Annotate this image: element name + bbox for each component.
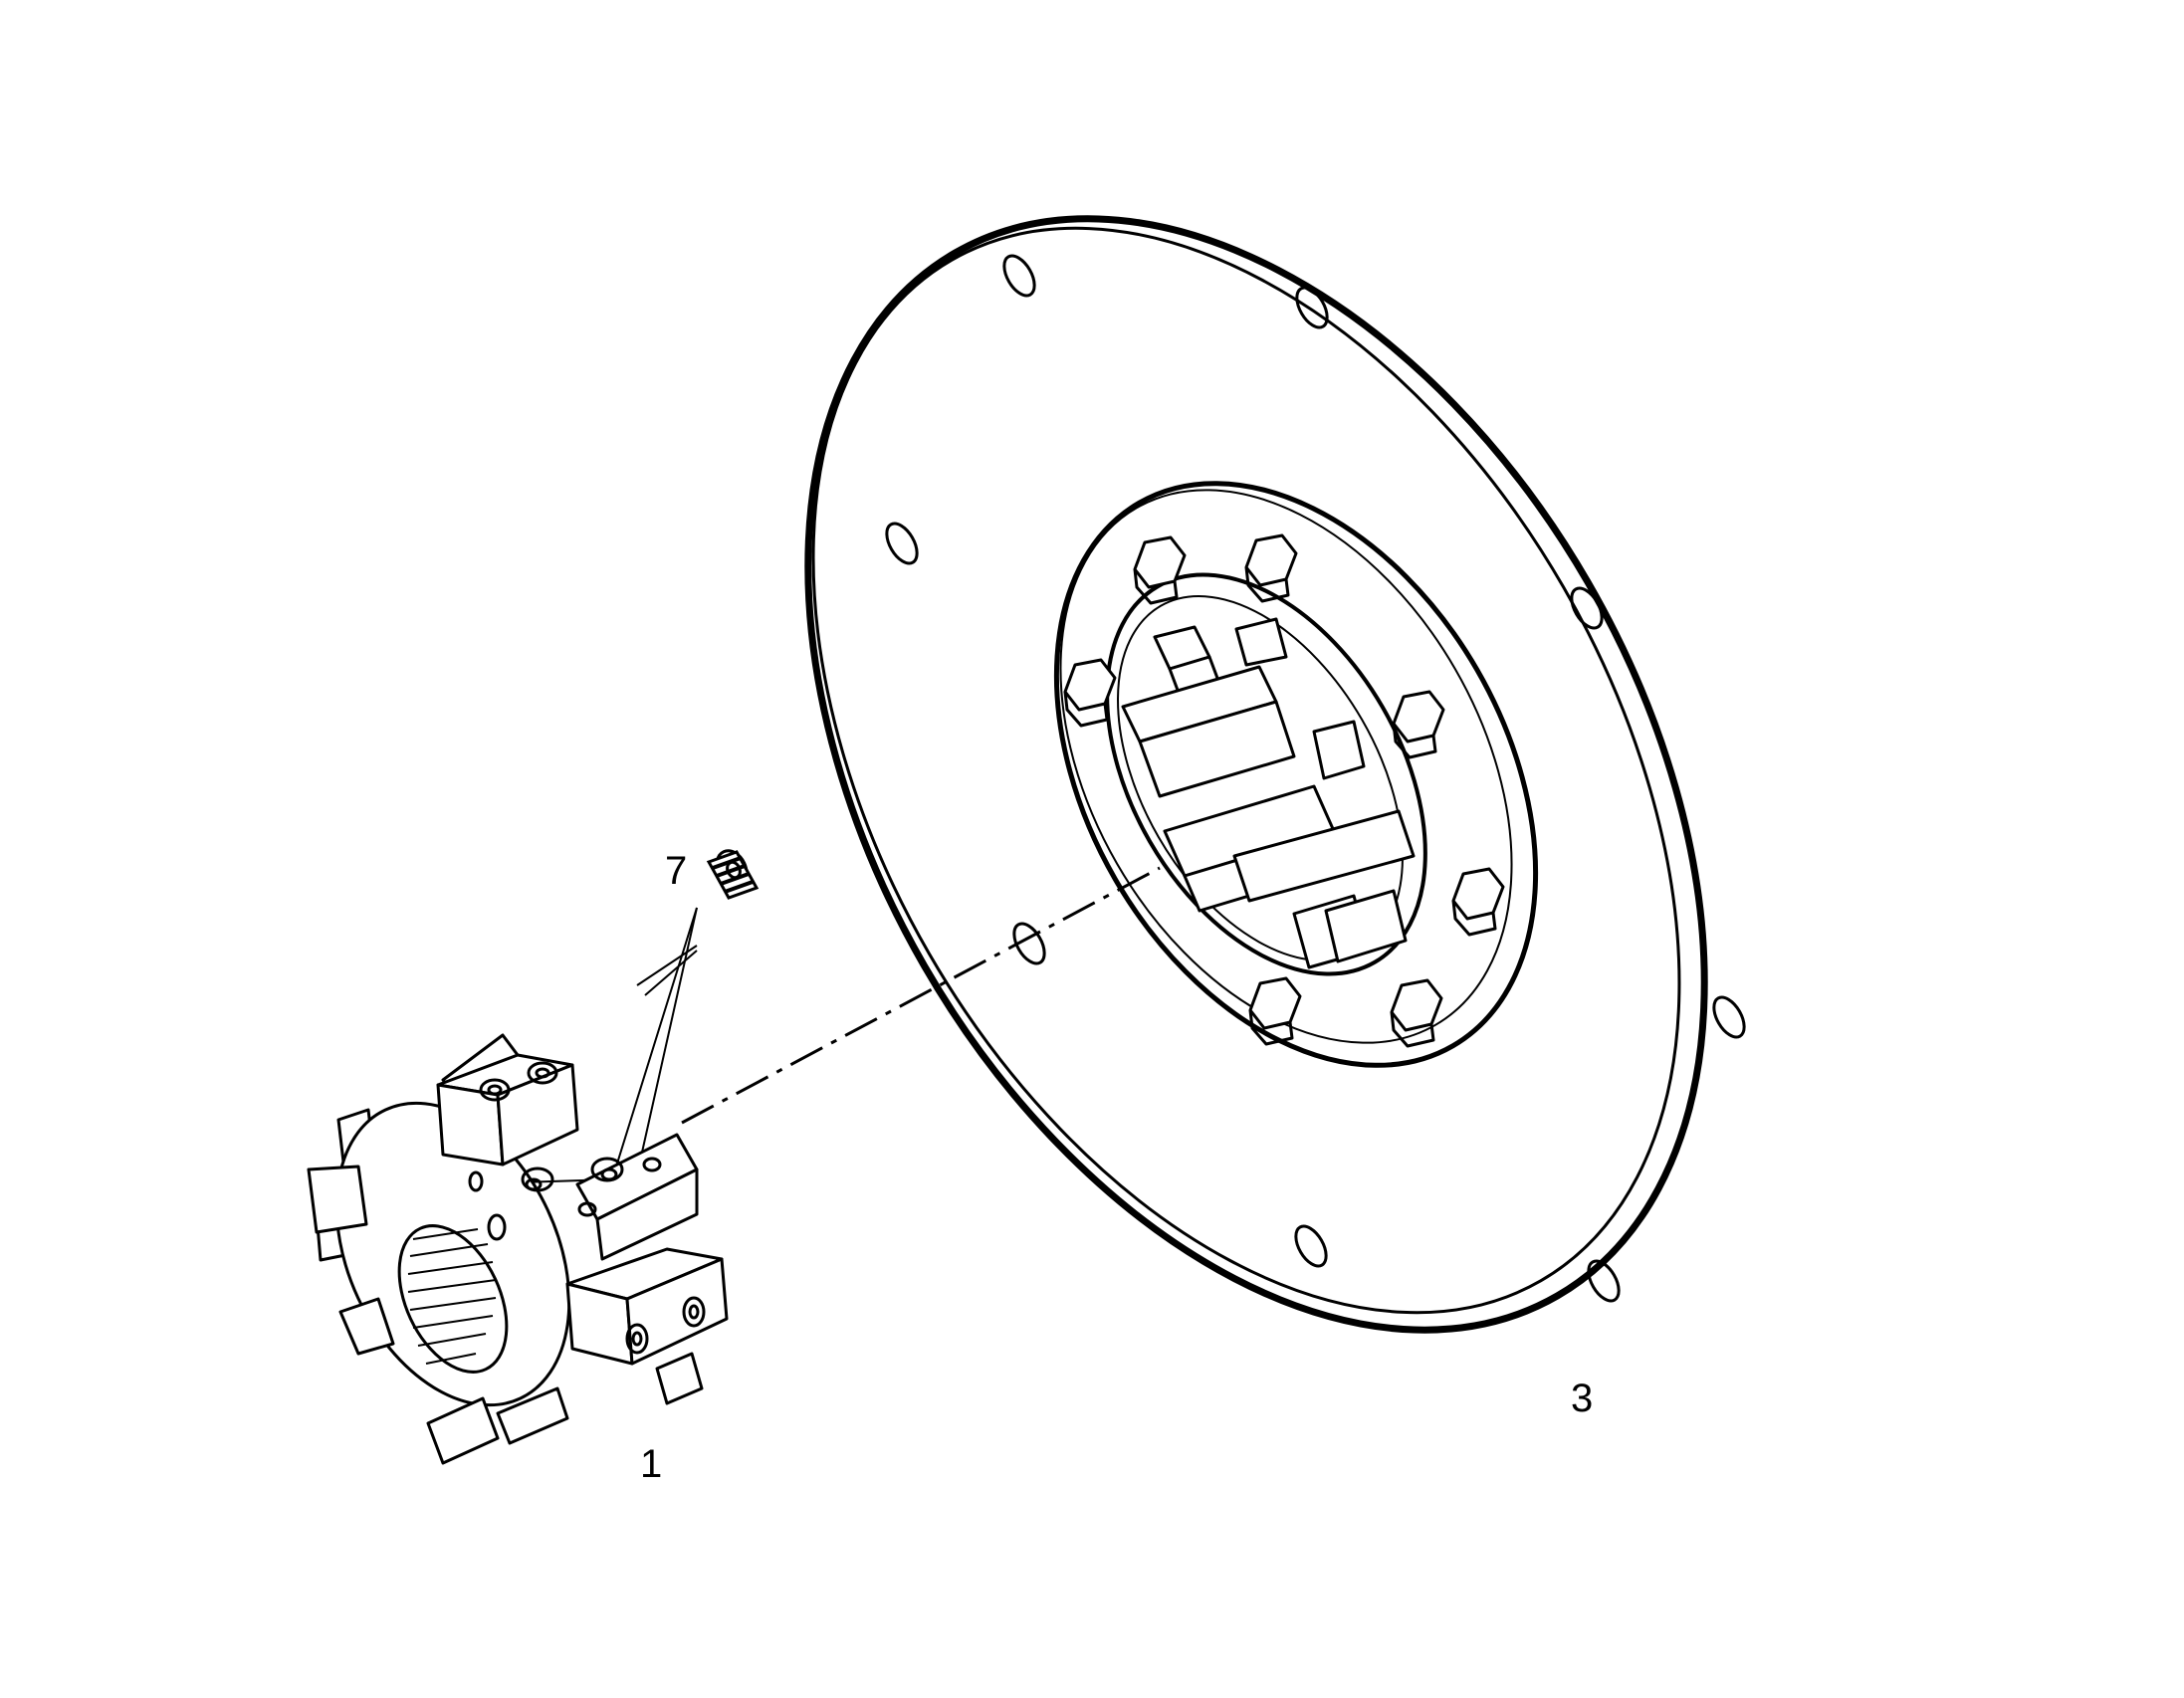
hub-tooth bbox=[496, 1386, 569, 1445]
plate-hole bbox=[1570, 586, 1604, 630]
hub-tooth bbox=[307, 1165, 368, 1234]
callout-coupling-hub: 1 bbox=[640, 1442, 662, 1486]
plate-hole bbox=[1712, 995, 1746, 1039]
hub-jaw-top bbox=[436, 1053, 579, 1167]
hex-bolt bbox=[1451, 867, 1505, 937]
plate-hole bbox=[885, 522, 919, 565]
plate-hole bbox=[1002, 254, 1036, 298]
hub-flange-hole bbox=[468, 1170, 484, 1192]
hex-bolt bbox=[1063, 658, 1117, 728]
callout-set-screw: 7 bbox=[665, 849, 687, 893]
hex-bolt bbox=[1392, 690, 1445, 759]
set-screw-threads bbox=[712, 856, 754, 894]
hex-bolt bbox=[1244, 533, 1298, 603]
assembly-centerline bbox=[681, 866, 1161, 1125]
hex-bolt bbox=[1248, 976, 1302, 1046]
hub-jaw-right bbox=[521, 1133, 699, 1261]
plate-hole bbox=[1294, 1224, 1328, 1268]
hub-flange-inner bbox=[1059, 489, 1513, 1044]
plate-hole bbox=[1587, 1259, 1621, 1303]
hub-flange-hole bbox=[487, 1213, 507, 1241]
plate-hole bbox=[1012, 922, 1046, 965]
plate-hole bbox=[1295, 286, 1329, 329]
flex-plate-outer-rim bbox=[804, 215, 1708, 1334]
hex-bolt bbox=[1133, 535, 1187, 605]
hub-bore-splines bbox=[407, 1228, 497, 1365]
flex-plate-inner-rim bbox=[811, 226, 1681, 1315]
hub-bolts bbox=[1063, 533, 1505, 1048]
set-screw bbox=[706, 849, 760, 900]
hub-jaw-lower bbox=[565, 1247, 729, 1366]
hub-tooth bbox=[338, 1297, 395, 1356]
hub-tooth bbox=[655, 1352, 704, 1405]
hex-bolt bbox=[1390, 978, 1443, 1048]
hub-spider-jaws bbox=[1121, 617, 1416, 969]
set-screw-socket bbox=[726, 860, 742, 880]
callout-flex-plate: 3 bbox=[1571, 1377, 1593, 1420]
hub-tooth bbox=[426, 1396, 500, 1465]
flex-plate-holes bbox=[885, 254, 1746, 1303]
hub-flange-outer bbox=[1053, 481, 1539, 1068]
flex-plate bbox=[804, 215, 1746, 1334]
coupling-hub bbox=[307, 1033, 729, 1465]
